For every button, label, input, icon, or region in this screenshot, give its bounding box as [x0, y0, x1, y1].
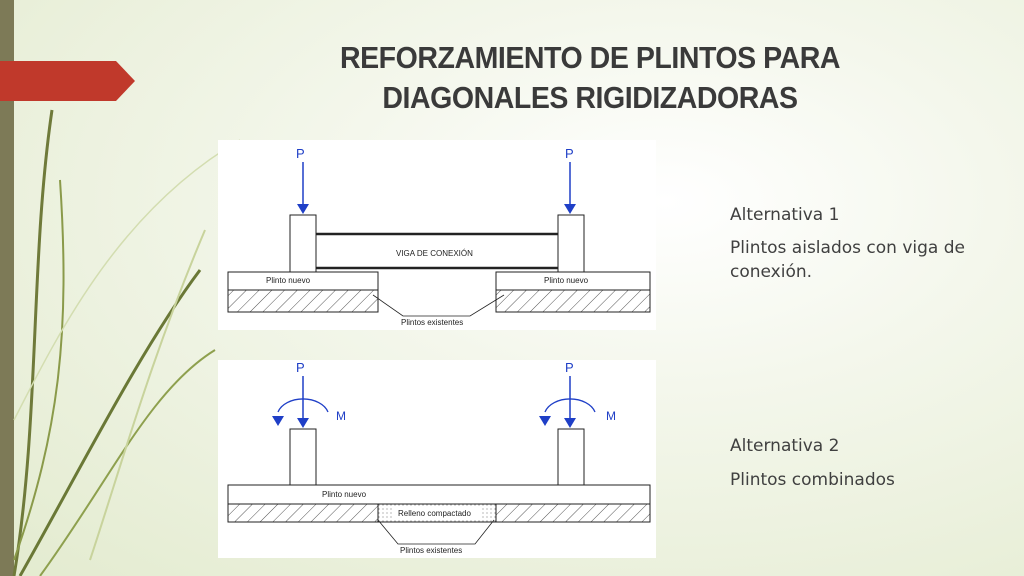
decorative-curves — [12, 109, 241, 576]
load-arrow-right — [564, 162, 576, 214]
left-sidebar-bar — [0, 0, 14, 576]
title-line-1: REFORZAMIENTO DE PLINTOS PARA — [339, 40, 841, 75]
footing-label: Plinto nuevo — [322, 490, 367, 499]
moment-arc-right — [539, 398, 596, 426]
alt1-description: Plintos aislados con viga de conexión. — [730, 238, 965, 282]
existing-footing-left — [227, 503, 379, 523]
slide-title: REFORZAMIENTO DE PLINTOS PARA DIAGONALES… — [277, 38, 903, 118]
fill-label: Relleno compactado — [398, 509, 471, 518]
alt1-title: Alternativa 1 — [730, 205, 840, 225]
existing-label: Plintos existentes — [401, 318, 463, 327]
moment-arc-left — [272, 398, 329, 426]
existing-label: Plintos existentes — [400, 546, 462, 555]
diagram-alternative-2: P P M M Plinto nuevo Relleno compactado … — [218, 360, 656, 558]
existing-footing-right — [495, 289, 651, 313]
existing-footing-right — [495, 503, 651, 523]
title-line-2: DIAGONALES RIGIDIZADORAS — [382, 80, 798, 115]
load-arrow-right — [564, 376, 576, 428]
alt2-title: Alternativa 2 — [730, 436, 840, 456]
diagram-alternative-1: P P VIGA DE CONEXIÓN Plinto nuevo Plinto… — [218, 140, 656, 330]
existing-footing-left — [227, 289, 379, 313]
load-label-left: P — [296, 146, 305, 161]
footing-right-label: Plinto nuevo — [544, 276, 589, 285]
moment-label-right: M — [606, 409, 616, 423]
column-left — [289, 428, 317, 486]
column-right — [557, 428, 585, 486]
load-label-right: P — [565, 360, 574, 375]
beam-label: VIGA DE CONEXIÓN — [396, 249, 473, 258]
moment-label-left: M — [336, 409, 346, 423]
alt2-description: Plintos combinados — [730, 470, 895, 490]
load-label-right: P — [565, 146, 574, 161]
load-arrow-left — [297, 162, 309, 214]
combined-footing — [227, 484, 651, 505]
load-label-left: P — [296, 360, 305, 375]
column-left — [289, 214, 317, 273]
load-arrow-left — [297, 376, 309, 428]
footing-left-label: Plinto nuevo — [266, 276, 311, 285]
accent-tab — [0, 61, 135, 101]
column-right — [557, 214, 585, 273]
